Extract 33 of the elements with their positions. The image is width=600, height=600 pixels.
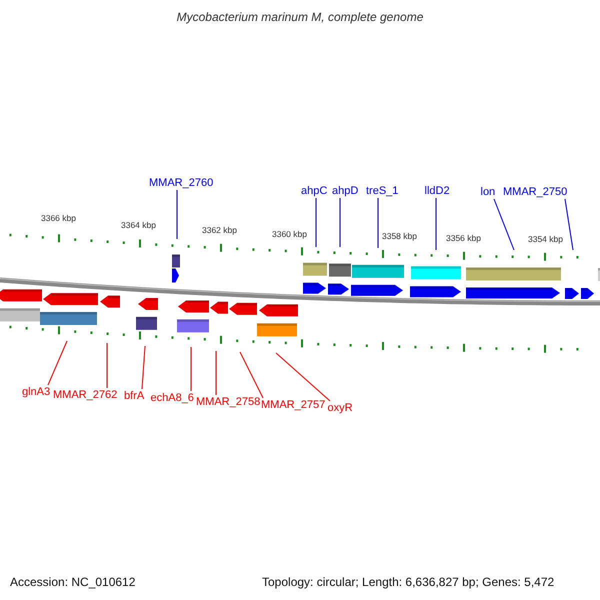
leader-line [176, 190, 178, 240]
gene-label: ahpC [301, 185, 328, 198]
footer-text: Accession: NC_010612 [10, 576, 136, 590]
gene-label: bfrA [124, 390, 144, 402]
scale-label: 3354 kbp [528, 235, 563, 244]
scale-label: 3356 kbp [446, 234, 481, 244]
leader-line [494, 198, 514, 250]
gene-label: MMAR_2762 [53, 389, 118, 402]
scale-label: 3366 kbp [41, 214, 76, 224]
leader-line [142, 346, 146, 390]
leader-line [564, 198, 574, 250]
scale-label: 3364 kbp [121, 221, 156, 230]
gene-label: ahpD [332, 185, 358, 198]
gene-label: lldD2 [424, 185, 450, 198]
footer-text: Topology: circular; Length: 6,636,827 bp; Genes: 5,472 [262, 576, 554, 590]
gene-label: MMAR_2750 [503, 186, 568, 198]
gene-label: MMAR_2760 [149, 177, 214, 190]
gene-label: oxyR [328, 402, 353, 414]
gene-label: treS_1 [366, 185, 398, 198]
leader-line [106, 342, 108, 388]
title: Mycobacterium marinum M, complete genome [176, 11, 424, 24]
leader-line [48, 340, 68, 386]
gene-label: glnA3 [22, 386, 50, 398]
scale-label: 3358 kbp [382, 232, 417, 242]
leader-line [240, 352, 264, 398]
leader-line [276, 352, 330, 402]
scale-label: 3360 kbp [272, 230, 307, 240]
gene-label: MMAR_2758 [196, 396, 260, 408]
gene-label: echA8_6 [150, 392, 194, 404]
gene-label: MMAR_2757 [261, 399, 326, 412]
leader-line [190, 346, 192, 392]
scale-label: 3362 kbp [202, 226, 237, 236]
gene-label: lon [480, 186, 496, 198]
